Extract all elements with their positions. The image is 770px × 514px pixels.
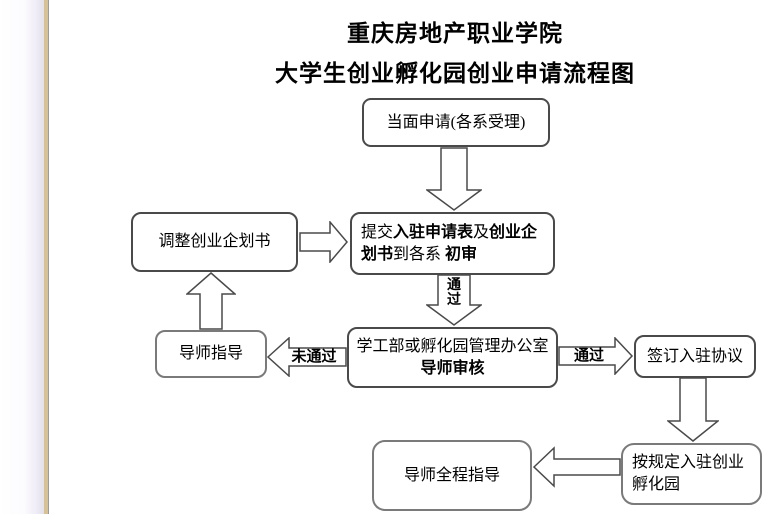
arrow-mentor-to-adjust <box>186 272 236 330</box>
node-full-guidance-box: 导师全程指导 <box>372 440 532 511</box>
arrow-settle-to-full-guidance <box>533 445 621 489</box>
arrow-sign-to-settle <box>667 378 719 443</box>
node-settle-label: 按规定入驻创业孵化园 <box>632 454 745 493</box>
node-review-line2: 导师审核 <box>420 360 485 377</box>
arrow-adjust-to-submit <box>299 221 349 263</box>
page-title-line1: 重庆房地产职业学院 <box>347 21 563 46</box>
node-submit-box: 提交入驻申请表及创业企划书到各系 初审 <box>350 212 555 275</box>
node-submit-text-bold: 创业企划书 <box>361 224 538 263</box>
node-submit-text: 提交 <box>361 224 394 241</box>
page-title-line2: 大学生创业孵化园创业申请流程图 <box>275 61 635 86</box>
page-edge-line-gray <box>48 0 49 514</box>
page-edge-gradient <box>0 0 44 514</box>
label-pass: 通过 <box>573 348 604 364</box>
label-fail: 未通过 <box>291 349 337 365</box>
node-sign-label: 签订入驻协议 <box>646 347 743 365</box>
node-settle-box: 按规定入驻创业孵化园 <box>621 443 762 505</box>
node-submit-text: 到各系 <box>393 246 446 263</box>
arrow-review-to-mentor: 未通过 <box>267 337 347 377</box>
node-apply-box: 当面申请(各系受理) <box>362 98 550 147</box>
node-submit-text-bold: 入驻申请表 <box>393 224 474 241</box>
node-adjust-label: 调整创业企划书 <box>158 233 271 250</box>
page-edge-line-tan <box>44 0 48 514</box>
label-pass-vertical: 通过 <box>447 278 461 308</box>
node-apply-label: 当面申请(各系受理) <box>386 113 526 131</box>
node-review-line1: 学工部或孵化园管理办公室 <box>356 338 549 355</box>
arrow-submit-to-review: 通过 <box>426 275 482 327</box>
node-sign-box: 签订入驻协议 <box>634 335 756 378</box>
node-submit-text-bold: 初审 <box>445 246 478 263</box>
node-mentor-label: 导师指导 <box>178 345 243 362</box>
node-review-box: 学工部或孵化园管理办公室 导师审核 <box>347 327 558 388</box>
node-full-guidance-label: 导师全程指导 <box>403 466 500 484</box>
arrow-review-to-sign: 通过 <box>558 337 634 375</box>
node-mentor-box: 导师指导 <box>155 330 267 378</box>
node-submit-text: 及 <box>473 224 490 241</box>
node-adjust-box: 调整创业企划书 <box>131 212 298 272</box>
arrow-apply-to-submit <box>426 147 482 212</box>
